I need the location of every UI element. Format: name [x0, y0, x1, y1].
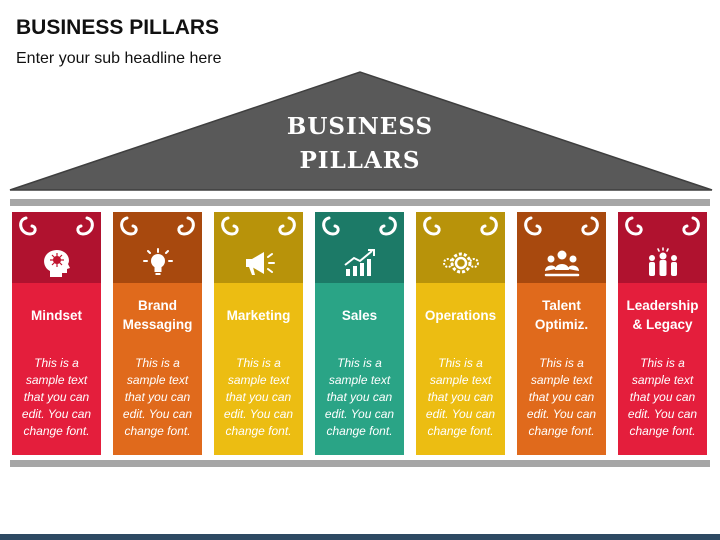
pillar-description: This is a sample text that you can edit.…	[223, 356, 294, 438]
roof-label-line1: BUSINESS	[286, 113, 434, 140]
gears-icon	[442, 252, 479, 273]
pillar-description: This is a sample text that you can edit.…	[324, 356, 395, 438]
pillar-description: This is a sample text that you can edit.…	[21, 356, 92, 438]
top-beam	[10, 199, 710, 206]
page-title: BUSINESS PILLARS	[16, 16, 220, 39]
pillar-capital	[618, 212, 707, 242]
roof-label-line2: PILLARS	[299, 147, 421, 174]
pillar-icon-band	[214, 242, 303, 283]
pillar-leadership-legacy: Leadership & Legacy This is a sample tex…	[618, 212, 707, 455]
pillar-body: Leadership & Legacy This is a sample tex…	[618, 283, 707, 455]
pillar-marketing: Marketing This is a sample text that you…	[214, 212, 303, 455]
capital-shape	[416, 212, 505, 242]
pillar-title: Leadership & Legacy	[626, 298, 699, 332]
pillar-icon-band	[113, 242, 202, 283]
pillar-icon-band	[12, 242, 101, 283]
growth-chart-icon	[343, 248, 375, 276]
pillar-talent-optimiz: Talent Optimiz. This is a sample text th…	[517, 212, 606, 455]
pillar-capital	[12, 212, 101, 242]
capital-shape	[214, 212, 303, 242]
pillar-body: Talent Optimiz. This is a sample text th…	[517, 283, 606, 455]
pillar-body: Marketing This is a sample text that you…	[214, 283, 303, 455]
pillar-body: Mindset This is a sample text that you c…	[12, 283, 101, 455]
pillar-operations: Operations This is a sample text that yo…	[416, 212, 505, 455]
pillar-icon-band	[618, 242, 707, 283]
pillar-body: Sales This is a sample text that you can…	[315, 283, 404, 455]
pillar-description: This is a sample text that you can edit.…	[122, 356, 193, 438]
pillar-title: Brand Messaging	[122, 298, 193, 332]
footer-bar	[0, 534, 720, 540]
lightbulb-icon	[142, 247, 173, 275]
capital-shape	[113, 212, 202, 242]
pillar-body: Operations This is a sample text that yo…	[416, 283, 505, 455]
capital-shape	[315, 212, 404, 242]
roof-shape	[9, 71, 713, 191]
capital-shape	[618, 212, 707, 242]
team-icon	[544, 250, 579, 276]
pillar-description: This is a sample text that you can edit.…	[526, 356, 597, 438]
pillar-capital	[315, 212, 404, 242]
pillar-body: Brand Messaging This is a sample text th…	[113, 283, 202, 455]
pillar-title: Sales	[341, 307, 378, 323]
pillar-icon-band	[315, 242, 404, 283]
pillar-title: Talent Optimiz.	[534, 298, 589, 332]
pillar-capital	[517, 212, 606, 242]
pillar-capital	[416, 212, 505, 242]
pillar-capital	[113, 212, 202, 242]
capital-shape	[517, 212, 606, 242]
megaphone-icon	[245, 251, 275, 275]
pillar-icon-band	[517, 242, 606, 283]
head-brain-icon	[43, 249, 70, 277]
pillar-title: Marketing	[226, 307, 291, 323]
pillar-mindset: Mindset This is a sample text that you c…	[12, 212, 101, 455]
pillar-sales: Sales This is a sample text that you can…	[315, 212, 404, 455]
pillar-title: Mindset	[30, 307, 82, 323]
roof-label: BUSINESS PILLARS	[240, 110, 480, 178]
page-subtitle: Enter your sub headline here	[16, 50, 222, 67]
pillar-icon-band	[416, 242, 505, 283]
bottom-beam	[10, 460, 710, 467]
capital-shape	[12, 212, 101, 242]
pillar-description: This is a sample text that you can edit.…	[425, 356, 496, 438]
leader-icon	[648, 246, 677, 276]
pillar-title: Operations	[424, 307, 497, 323]
pillar-brand-messaging: Brand Messaging This is a sample text th…	[113, 212, 202, 455]
pillar-description: This is a sample text that you can edit.…	[627, 356, 698, 438]
roof-triangle	[9, 71, 713, 191]
pillar-capital	[214, 212, 303, 242]
